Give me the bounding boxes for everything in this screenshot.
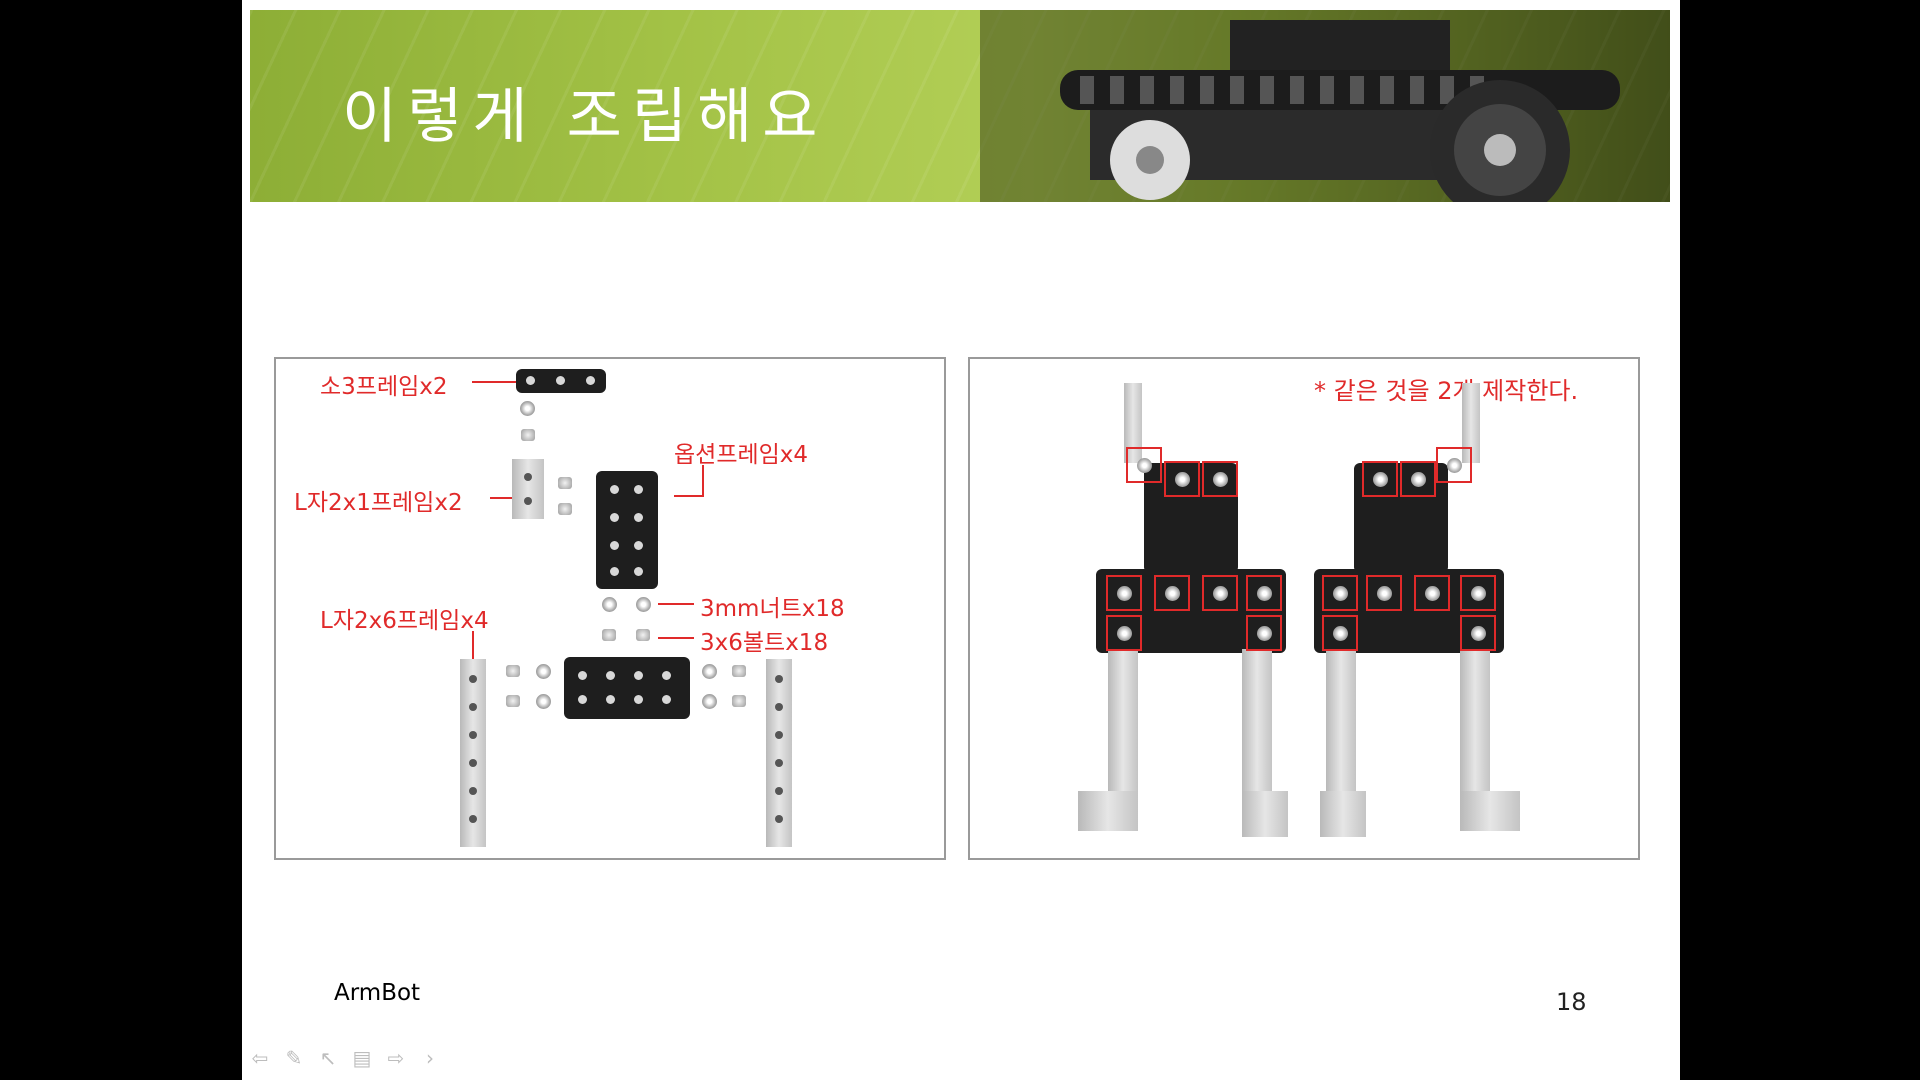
highlight-box (1106, 615, 1142, 651)
highlight-box (1460, 615, 1496, 651)
leader-line (490, 497, 514, 499)
option-frame-part (596, 471, 658, 589)
robot-photo (980, 10, 1670, 202)
bolt-part (602, 629, 616, 641)
option-frame-part (1314, 569, 1504, 653)
slideshow-nav: ⇦ ✎ ↖ ▤ ⇨ › (250, 1046, 440, 1070)
leader-line (472, 381, 516, 383)
small3-frame-part (516, 369, 606, 393)
highlight-box (1362, 461, 1398, 497)
title-banner: 이렇게 조립해요 (250, 10, 1670, 202)
footer-text: ArmBot (334, 980, 421, 1006)
page-number: 18 (1556, 988, 1587, 1016)
frame-foot (1460, 791, 1520, 831)
nut-part (520, 401, 535, 416)
highlight-box (1460, 575, 1496, 611)
highlight-box (1126, 447, 1162, 483)
slide: 이렇게 조립해요 소3프레임x2 옵션프레임x4 L자2x1프레임x2 3mm너… (242, 0, 1680, 1080)
slide-title: 이렇게 조립해요 (342, 82, 828, 152)
l2x6-frame-part (1108, 649, 1138, 799)
chevron-right-icon[interactable]: › (426, 1046, 434, 1070)
leader-line (658, 637, 694, 639)
frame-foot (1078, 791, 1138, 831)
highlight-box (1202, 575, 1238, 611)
l2x6-frame-part (1242, 649, 1272, 799)
label-l2x6-frame: L자2x6프레임x4 (320, 608, 489, 634)
highlight-box (1202, 461, 1238, 497)
forward-arrow-icon[interactable]: ⇨ (387, 1046, 405, 1070)
label-option-frame: 옵션프레임x4 (674, 442, 809, 468)
leader-line (674, 495, 704, 497)
leader-line (702, 465, 704, 495)
leader-line (472, 631, 474, 663)
back-arrow-icon[interactable]: ⇦ (251, 1046, 269, 1070)
bolt-part (521, 429, 535, 441)
nut-part (536, 664, 551, 679)
pointer-icon[interactable]: ↖ (319, 1046, 337, 1070)
bolt-part (506, 665, 520, 677)
frame-foot (1242, 791, 1288, 837)
bolt-part (636, 629, 650, 641)
nut-part (702, 694, 717, 709)
assembled-panel: * 같은 것을 2개 제작한다. (968, 357, 1640, 860)
highlight-box (1246, 615, 1282, 651)
highlight-box (1436, 447, 1472, 483)
bolt-part (506, 695, 520, 707)
highlight-box (1164, 461, 1200, 497)
highlight-box (1366, 575, 1402, 611)
assembly-note: * 같은 것을 2개 제작한다. (1314, 377, 1579, 405)
nut-part (636, 597, 651, 612)
highlight-box (1322, 615, 1358, 651)
l2x1-frame-part (1462, 383, 1480, 463)
bolt-part (732, 665, 746, 677)
bolt-part (558, 477, 572, 489)
highlight-box (1400, 461, 1436, 497)
pen-icon[interactable]: ✎ (285, 1046, 303, 1070)
l2x1-frame-part (1124, 383, 1142, 463)
highlight-box (1414, 575, 1450, 611)
l2x6-frame-part (766, 659, 792, 847)
menu-icon[interactable]: ▤ (352, 1046, 372, 1070)
frame-foot (1320, 791, 1366, 837)
highlight-box (1246, 575, 1282, 611)
parts-panel: 소3프레임x2 옵션프레임x4 L자2x1프레임x2 3mm너트x18 L자2x… (274, 357, 946, 860)
highlight-box (1106, 575, 1142, 611)
l2x1-frame-part (512, 459, 544, 519)
nut-part (602, 597, 617, 612)
l2x6-frame-part (1326, 649, 1356, 799)
label-l2x1-frame: L자2x1프레임x2 (294, 490, 463, 516)
label-nut: 3mm너트x18 (700, 596, 845, 622)
nut-part (536, 694, 551, 709)
option-frame-part (564, 657, 690, 719)
bolt-part (732, 695, 746, 707)
label-bolt: 3x6볼트x18 (700, 630, 829, 656)
nut-part (702, 664, 717, 679)
bolt-part (558, 503, 572, 515)
l2x6-frame-part (1460, 649, 1490, 799)
label-small3-frame: 소3프레임x2 (320, 374, 448, 400)
l2x6-frame-part (460, 659, 486, 847)
highlight-box (1322, 575, 1358, 611)
leader-line (658, 603, 694, 605)
highlight-box (1154, 575, 1190, 611)
